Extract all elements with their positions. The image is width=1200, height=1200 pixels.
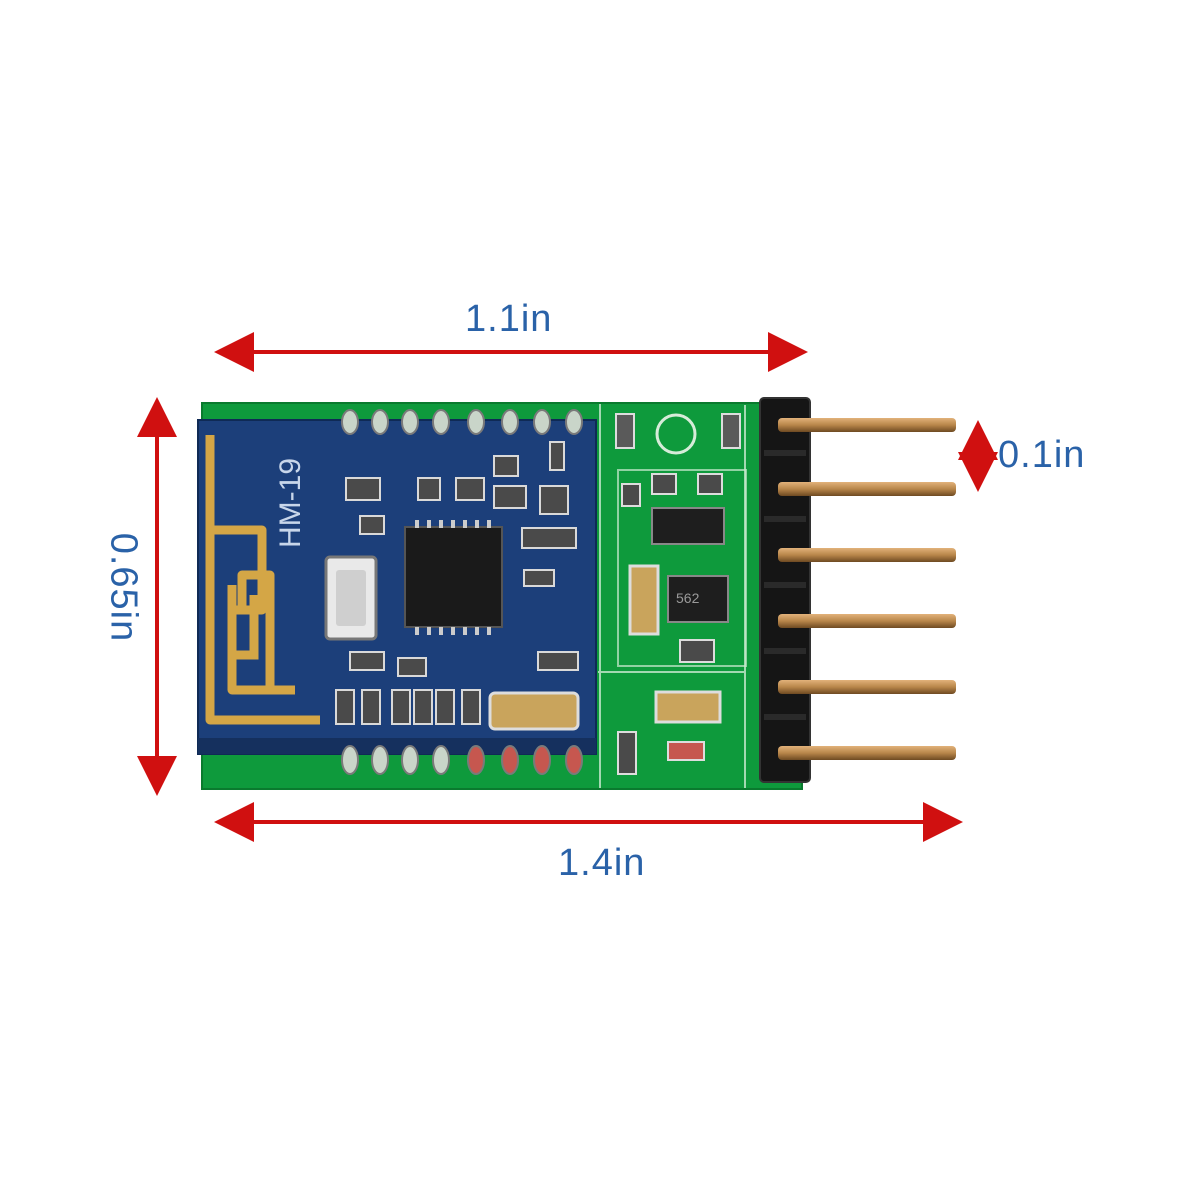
model-marking: HM-19 xyxy=(274,458,307,548)
carrier-components: 562 xyxy=(615,413,741,775)
regulator-marking: 562 xyxy=(676,590,700,606)
pcb-antenna xyxy=(205,435,320,725)
top-width-label: 1.1in xyxy=(465,298,553,340)
status-led xyxy=(667,741,705,761)
total-width-label: 1.4in xyxy=(558,842,646,884)
ble-chip xyxy=(404,526,503,628)
pin-header xyxy=(759,397,956,783)
pin-pitch-label: 0.1in xyxy=(998,434,1086,476)
second-crystal xyxy=(488,691,580,731)
ble-module xyxy=(197,409,597,775)
height-label: 0.65in xyxy=(102,532,145,643)
